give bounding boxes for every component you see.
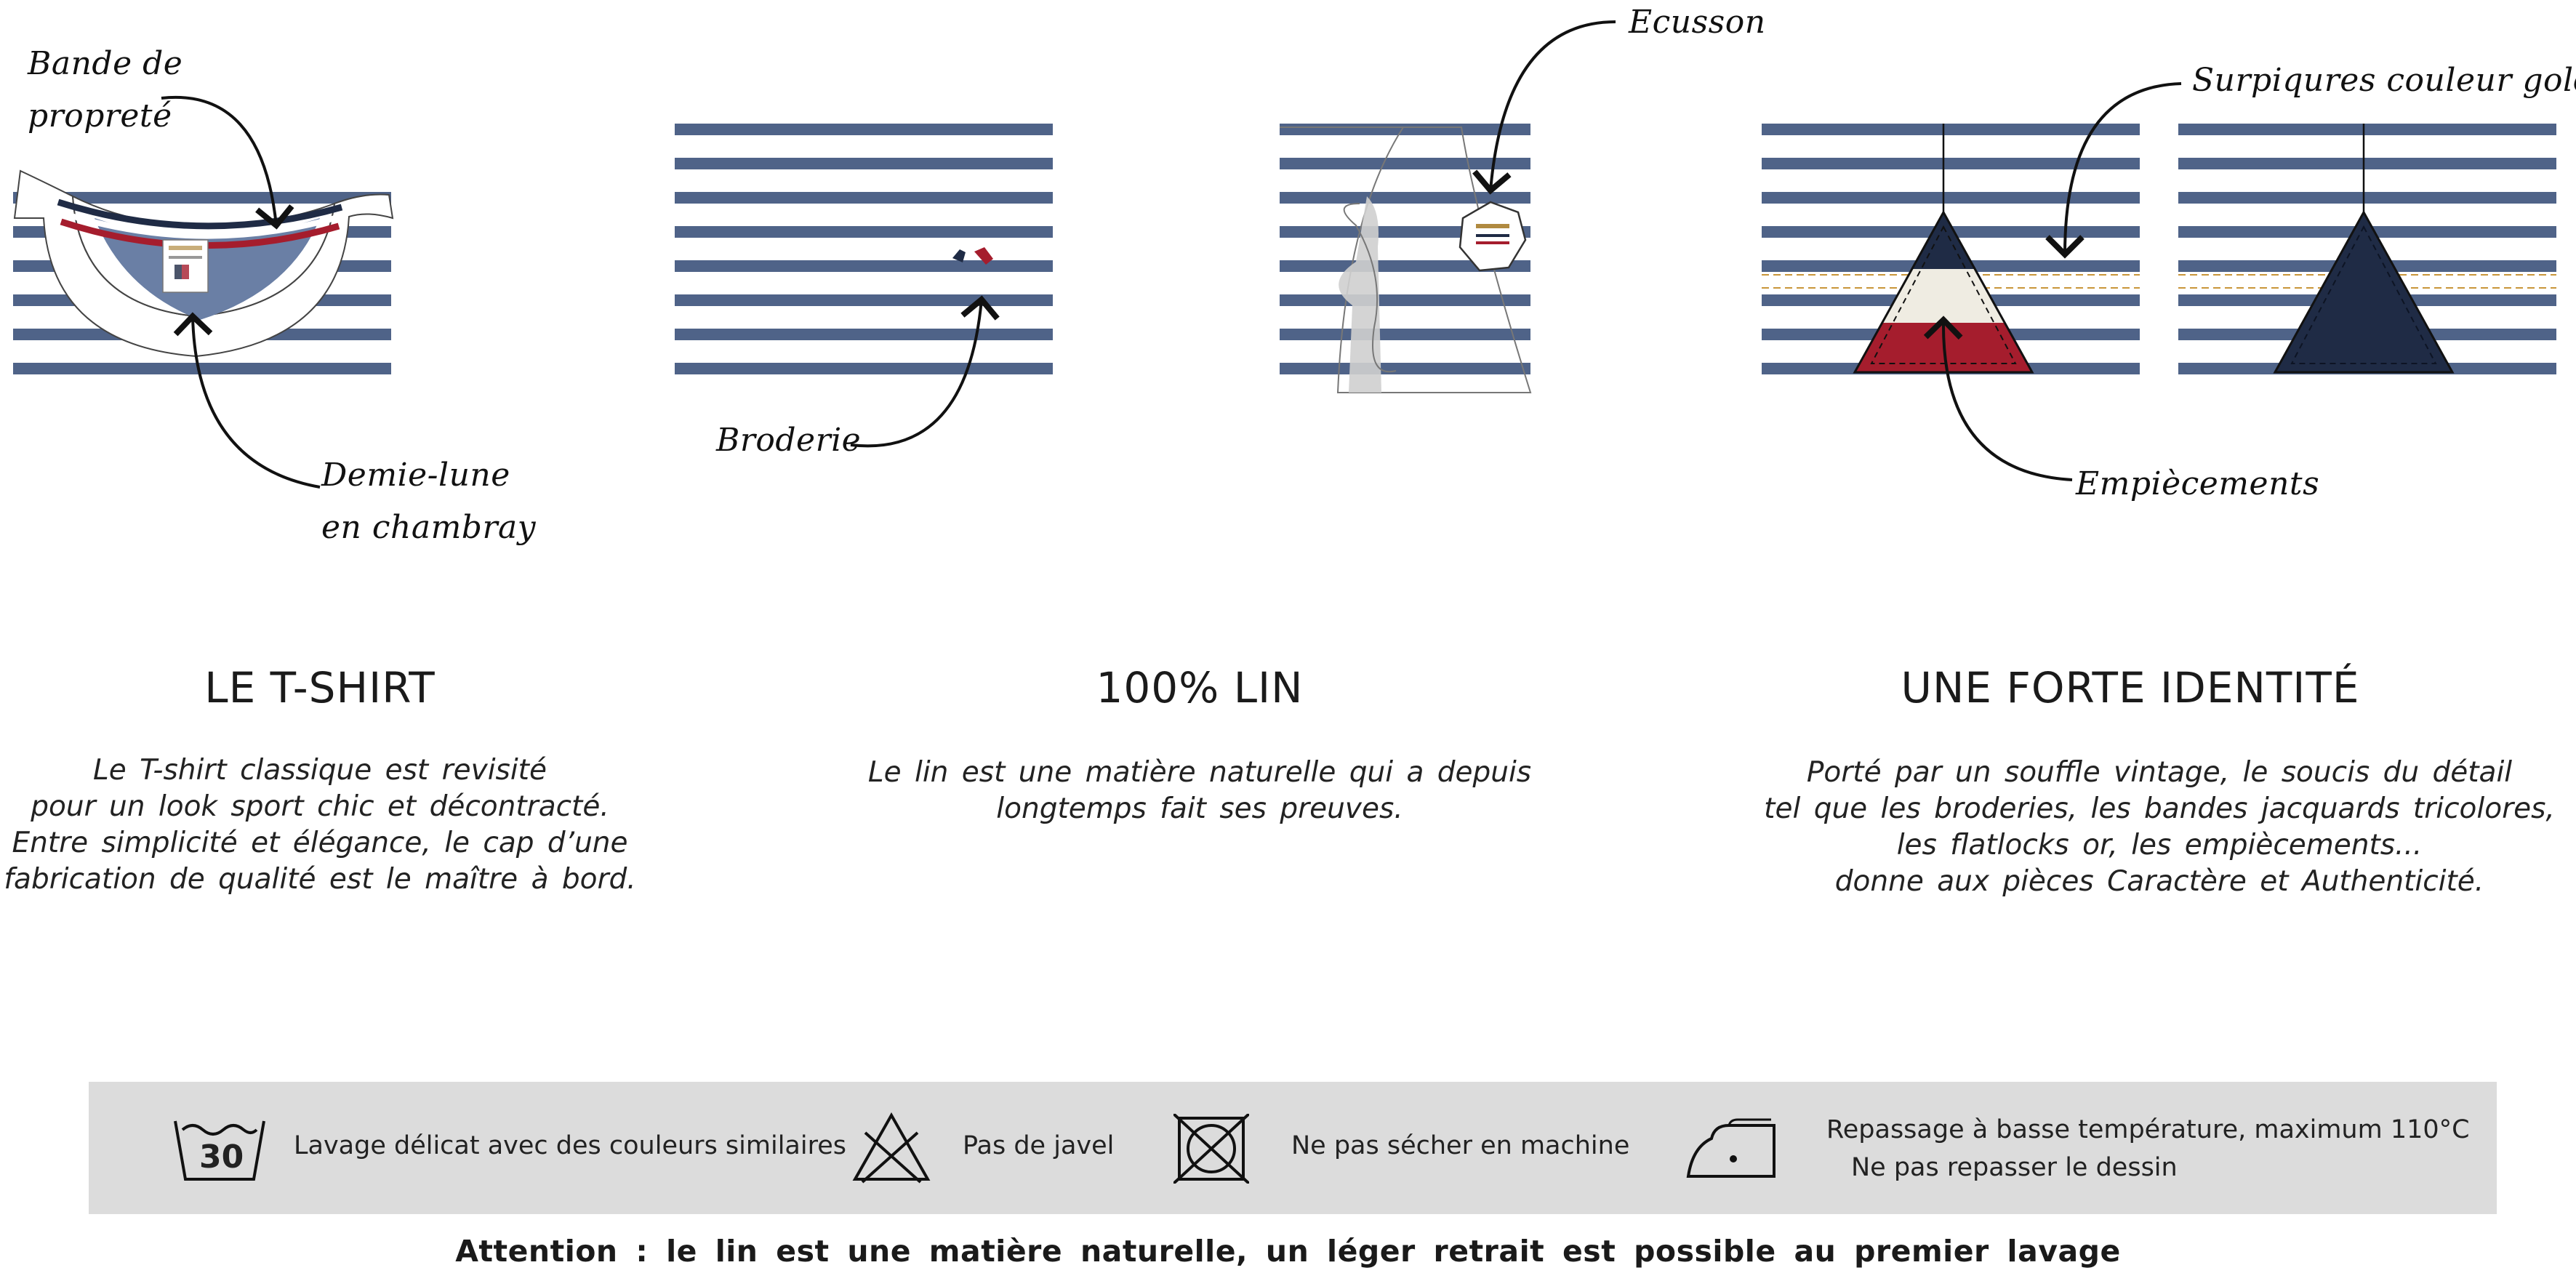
section-desc-line: Le lin est une matière naturelle qui a d… [867,756,1532,789]
dryer-label: Ne pas sécher en machine [1291,1131,1630,1160]
iron-low-icon [1686,1118,1775,1178]
neckline-illustration [13,169,394,374]
no-bleach-icon [852,1112,931,1184]
warning-notice: Attention : le lin est une matière natur… [455,1234,2121,1269]
annotation-ecusson: Ecusson [1629,4,1766,41]
bleach-label: Pas de javel [963,1131,1115,1160]
annotation-broderie: Broderie [716,422,862,459]
section-desc-line: Entre simplicité et élégance, le cap d’u… [12,827,628,859]
annotation-bande-line2: propreté [28,97,172,134]
section-desc-identite: Porté par un souffle vintage, le soucis … [1760,755,2559,900]
section-desc-line: Porté par un souffle vintage, le soucis … [1806,756,2513,789]
wash-30-icon [174,1120,265,1181]
wash-label: Lavage délicat avec des couleurs similai… [294,1131,846,1160]
section-desc-line: pour un look sport chic et décontracté. [31,790,609,823]
care-instructions-bar: 30 Lavage délicat avec des couleurs simi… [89,1082,2497,1214]
annotation-demi-line2: en chambray [321,509,537,546]
annotation-bande-line1: Bande de [28,45,183,82]
section-desc-line: donne aux pièces Caractère et Authentici… [1834,865,2484,898]
section-desc-line: les flatlocks or, les empiècements... [1896,829,2423,862]
section-desc-line: tel que les broderies, les bandes jacqua… [1764,792,2555,825]
section-title-identite: UNE FORTE IDENTITÉ [1901,663,2360,712]
section-desc-line: fabrication de qualité est le maître à b… [4,863,636,896]
section-desc-lin: Le lin est une matière naturelle qui a d… [836,755,1563,827]
section-title-lin: 100% LIN [1096,663,1304,712]
section-title-tshirt: LE T-SHIRT [204,663,436,712]
wash-temperature: 30 [199,1139,244,1176]
product-illustrations [13,20,2556,489]
iron-label-line2: Ne pas repasser le dessin [1851,1153,2178,1182]
no-tumble-dry-icon [1173,1114,1249,1184]
section-desc-line: Le T-shirt classique est revisité [93,754,547,787]
ecusson-illustration [1280,124,1532,393]
linen-stripes-illustration [675,124,1053,378]
annotation-surpiqures: Surpiqures couleur gold [2192,62,2576,99]
iron-label-line1: Repassage à basse température, maximum 1… [1826,1115,2470,1144]
empiecements-illustration [1762,124,2556,378]
annotation-empiecements: Empiècements [2076,465,2320,502]
section-desc-line: longtemps fait ses preuves. [996,792,1403,825]
annotation-demi-line1: Demie-lune [321,457,510,494]
section-desc-tshirt: Le T-shirt classique est revisité pour u… [0,752,640,898]
